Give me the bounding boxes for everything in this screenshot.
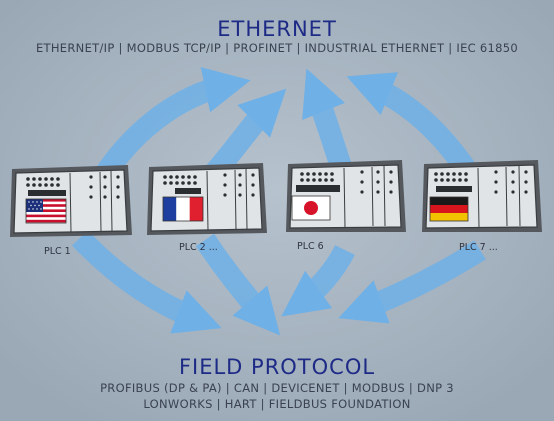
field-protocols-line2: LONWORKS | HART | FIELDBUS FOUNDATION — [143, 397, 411, 411]
arrow-plc7-to-field — [338, 240, 486, 324]
japan-flag-icon — [291, 195, 331, 221]
plc-label-6: PLC 6 — [297, 241, 324, 252]
arrow-plc6-to-field — [281, 244, 355, 317]
usa-flag-icon — [25, 198, 67, 224]
arrow-plc1-to-field — [72, 230, 222, 334]
plc-device-2 — [147, 163, 267, 235]
field-protocols-line1: PROFIBUS (DP & PA) | CAN | DEVICENET | M… — [100, 381, 454, 395]
plc-device-6 — [286, 160, 406, 232]
arrows-to-field — [72, 230, 486, 336]
arrow-plc7-to-ethernet — [346, 72, 480, 182]
arrow-plc2-to-field — [195, 233, 281, 336]
germany-flag-icon — [429, 196, 469, 222]
field-protocol-title: FIELD PROTOCOL — [178, 355, 376, 379]
plc-device-1 — [10, 165, 132, 237]
ethernet-protocols: ETHERNET/IP | MODBUS TCP/IP | PROFINET |… — [35, 41, 519, 55]
plc-label-7: PLC 7 ... — [459, 242, 498, 253]
france-flag-icon — [162, 196, 204, 222]
plc-device-7 — [422, 160, 542, 232]
ethernet-title: ETHERNET — [217, 17, 337, 41]
plc-label-1: PLC 1 — [44, 246, 71, 257]
plc-label-2: PLC 2 ... — [179, 242, 218, 253]
